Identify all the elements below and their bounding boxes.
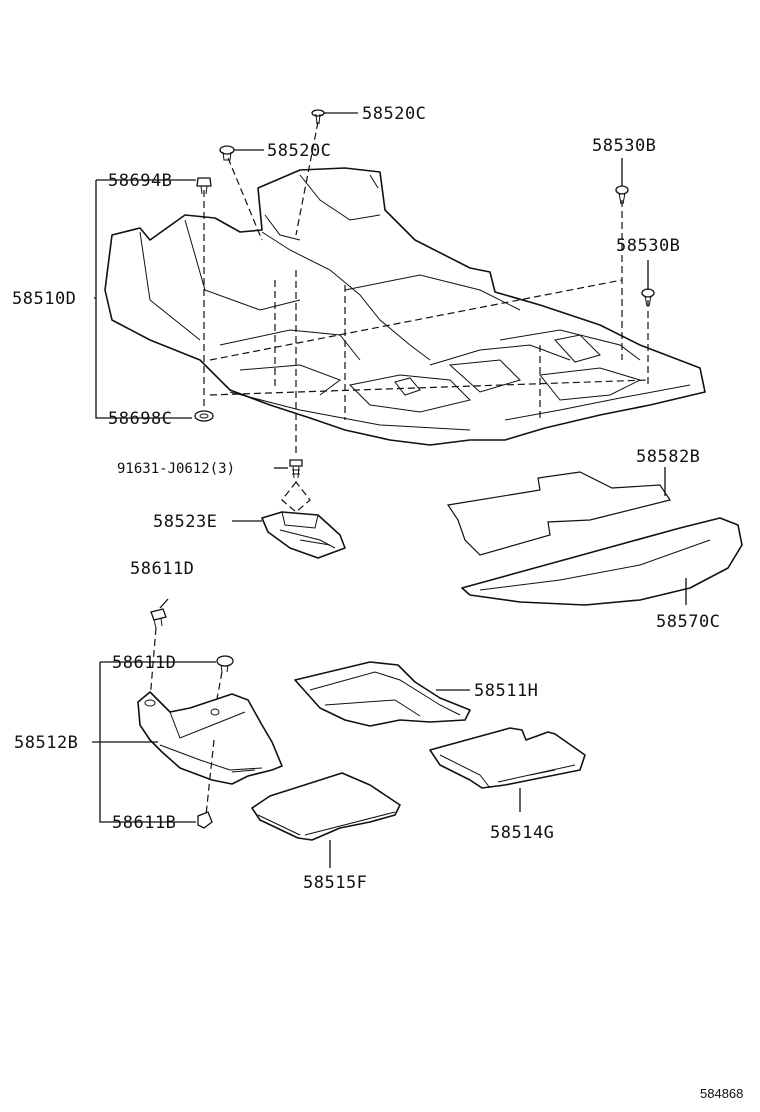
leader-lines	[92, 112, 687, 868]
tray-58515f	[251, 772, 401, 841]
callout-labels: 58520C 58520C 58694B 58510D 58698C 58530…	[12, 104, 743, 1101]
tray-58514g	[429, 727, 586, 789]
clip-58520c-top-icon	[311, 109, 325, 125]
floor-carpet-58510d	[104, 167, 706, 446]
label-58514g: 58514G	[490, 823, 554, 843]
clip-58611b-icon	[197, 739, 215, 829]
label-58520c-top: 58520C	[362, 104, 426, 124]
fastener-guide-lines	[203, 121, 649, 455]
label-58523e: 58523E	[153, 512, 217, 532]
label-58582b: 58582B	[636, 447, 700, 467]
label-58512b: 58512B	[14, 733, 78, 753]
label-58510d: 58510D	[12, 289, 76, 309]
clip-58694b-icon	[196, 177, 212, 195]
label-91631: 91631-J0612(3)	[117, 461, 235, 477]
diagram-reference-number: 584868	[700, 1086, 743, 1101]
label-58511h: 58511H	[474, 681, 538, 701]
label-58611d-upper: 58611D	[130, 559, 194, 579]
fastener-58611d-upper-icon	[149, 608, 167, 701]
mat-58582b	[446, 471, 671, 556]
label-58698c: 58698C	[108, 409, 172, 429]
mat-58511h	[294, 661, 471, 727]
bracket-58523e	[261, 481, 346, 559]
label-58520c: 58520C	[267, 141, 331, 161]
board-58570c	[461, 517, 743, 606]
screw-91631-icon	[289, 459, 303, 479]
label-58515f: 58515F	[303, 873, 367, 893]
label-58694b: 58694B	[108, 171, 172, 191]
clip-58530b-lower-icon	[641, 288, 655, 307]
label-58570c: 58570C	[656, 612, 720, 632]
clip-58530b-upper-icon	[615, 185, 629, 205]
mat-58512b	[137, 691, 283, 785]
label-58611b: 58611B	[112, 813, 176, 833]
label-58530b-upper: 58530B	[592, 136, 656, 156]
clip-58520c-icon	[219, 145, 235, 161]
label-58530b-lower: 58530B	[616, 236, 680, 256]
label-58611d-lower: 58611D	[112, 653, 176, 673]
grommet-58698c-icon	[194, 410, 214, 422]
